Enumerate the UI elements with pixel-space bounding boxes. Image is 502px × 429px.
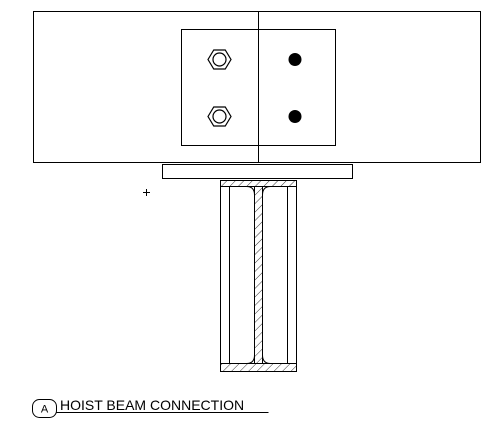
hoist-beam-i-section	[220, 180, 297, 372]
detail-tag-box	[32, 399, 57, 418]
bearing-plate	[162, 164, 353, 179]
detail-callout: A HOIST BEAM CONNECTION	[32, 397, 269, 418]
detail-title: HOIST BEAM CONNECTION	[60, 397, 244, 413]
bolt-hole-bottom	[288, 110, 302, 123]
support-beam-outline	[33, 11, 481, 163]
detail-tag-letter: A	[41, 404, 49, 416]
bolt-hole-top	[288, 53, 302, 66]
hex-bolt-bottom	[207, 106, 232, 127]
hex-bolt-top	[207, 49, 232, 70]
reference-cross-mark	[143, 189, 150, 196]
